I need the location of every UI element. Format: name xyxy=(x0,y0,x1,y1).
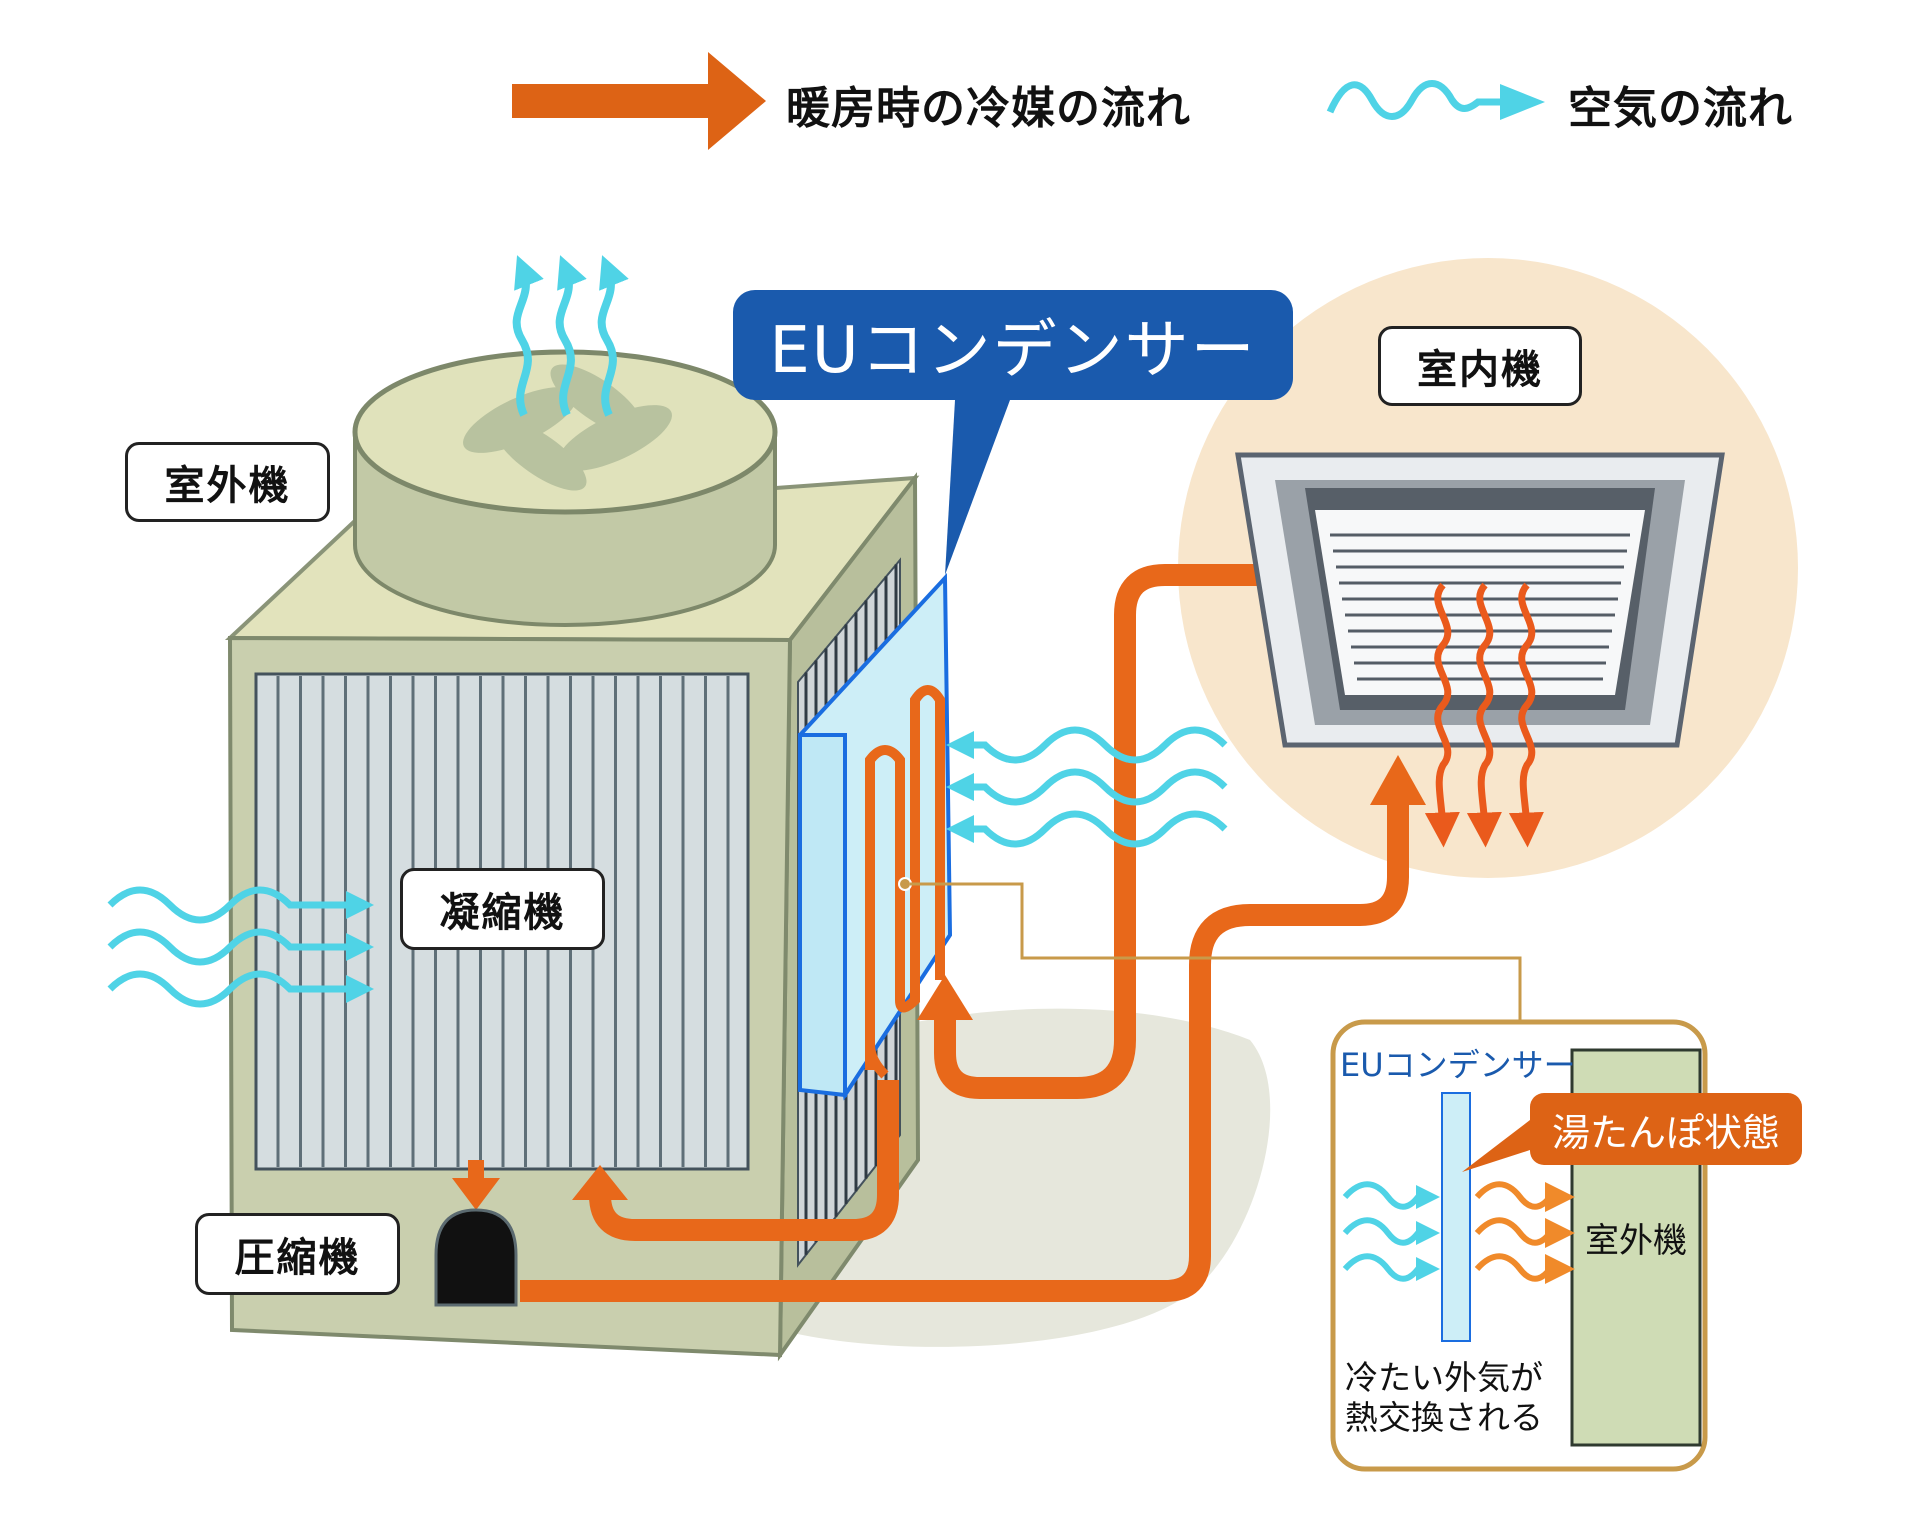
legend-air-label: 空気の流れ xyxy=(1568,83,1793,134)
fan-blade-icon xyxy=(463,364,672,491)
warm-air-arrows xyxy=(1424,582,1544,848)
label-condenser: 凝縮機 xyxy=(400,868,605,950)
compressor-icon xyxy=(434,1208,518,1307)
refrigerant-pipes xyxy=(520,564,1409,1302)
inset-eu-condenser xyxy=(1441,1092,1471,1342)
legend-refrigerant-label: 暖房時の冷媒の流れ xyxy=(786,83,1191,134)
label-compressor: 圧縮機 xyxy=(195,1213,400,1295)
pipe-arrow-eu xyxy=(917,975,973,1020)
legend-air-arrow-icon xyxy=(1326,80,1545,120)
eu-intake-air-arrows xyxy=(946,726,1228,848)
inset-warm-air-arrows xyxy=(1474,1181,1575,1284)
inset-cold-air-arrows xyxy=(1342,1181,1440,1282)
condenser-to-compressor-arrow xyxy=(452,1160,500,1210)
sensor-point xyxy=(898,877,912,891)
inset-caption-line2: 熱交換される xyxy=(1345,1398,1543,1437)
intake-air-arrows xyxy=(107,886,374,1008)
inset-outdoor-unit-label: 室外機 xyxy=(1585,1221,1687,1261)
pipe-arrow-indoor xyxy=(1370,755,1426,805)
eu-condenser-panel xyxy=(797,572,953,1101)
exhaust-air-arrows xyxy=(512,255,629,417)
legend-refrigerant-arrow-icon xyxy=(512,52,766,150)
label-indoor-unit: 室内機 xyxy=(1378,326,1582,406)
fan-housing xyxy=(352,349,778,627)
inset-callout: 湯たんぽ状態 xyxy=(1530,1093,1802,1165)
inset-leader-line xyxy=(910,882,1522,1022)
label-outdoor-unit: 室外機 xyxy=(125,442,330,522)
inset-title: EUコンデンサー xyxy=(1340,1046,1576,1084)
inset-caption-line1: 冷たい外気が xyxy=(1345,1358,1543,1397)
eu-callout-pointer xyxy=(945,400,1010,575)
eu-condenser-title: EUコンデンサー xyxy=(733,290,1293,400)
pipe-arrow-condenser xyxy=(572,1165,628,1200)
inset-callout-pointer xyxy=(1462,1120,1530,1172)
